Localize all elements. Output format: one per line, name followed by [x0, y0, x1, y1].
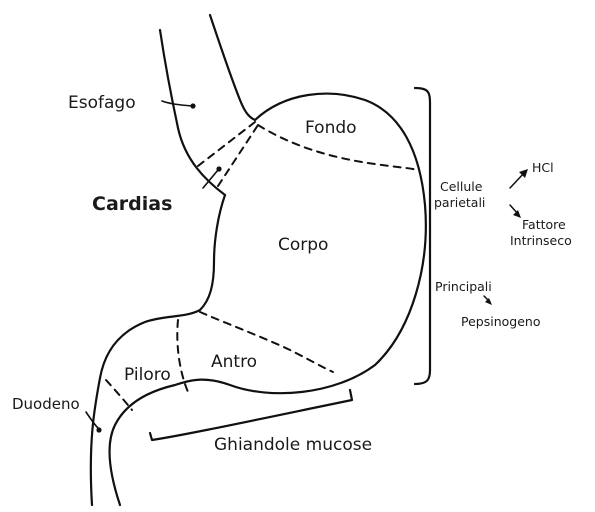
- cardias-pointer-dot: [216, 166, 221, 171]
- label-principali: Principali: [435, 279, 492, 294]
- label-hcl: HCl: [532, 160, 554, 175]
- label-pepsinogeno: Pepsinogeno: [461, 314, 540, 329]
- label-cardias: Cardias: [92, 193, 172, 215]
- mucose-bracket: [150, 390, 352, 440]
- label-duodeno: Duodeno: [12, 395, 80, 413]
- label-cellule: Cellule: [440, 179, 483, 194]
- esophagus-left-wall: [160, 30, 225, 195]
- cardias-boundary-2: [218, 125, 258, 186]
- label-ghiandole-mucose: Ghiandole mucose: [214, 435, 372, 455]
- esofago-pointer: [162, 101, 192, 106]
- label-intrinseco: Intrinseco: [510, 233, 572, 248]
- label-esofago: Esofago: [68, 93, 136, 113]
- label-antro: Antro: [211, 352, 257, 372]
- label-fattore: Fattore: [522, 217, 566, 232]
- esofago-pointer-dot: [190, 103, 195, 108]
- stomach-lesser-curvature: [91, 195, 225, 505]
- duodeno-pointer-dot: [96, 427, 101, 432]
- esophagus-right-wall: [210, 15, 255, 120]
- cardias-boundary-1: [198, 122, 255, 166]
- glands-bracket: [415, 88, 430, 384]
- label-parietali: parietali: [434, 195, 485, 210]
- fattore-arrowhead: [513, 210, 521, 218]
- label-corpo: Corpo: [278, 235, 328, 255]
- label-fondo: Fondo: [305, 118, 357, 138]
- label-piloro: Piloro: [124, 365, 171, 385]
